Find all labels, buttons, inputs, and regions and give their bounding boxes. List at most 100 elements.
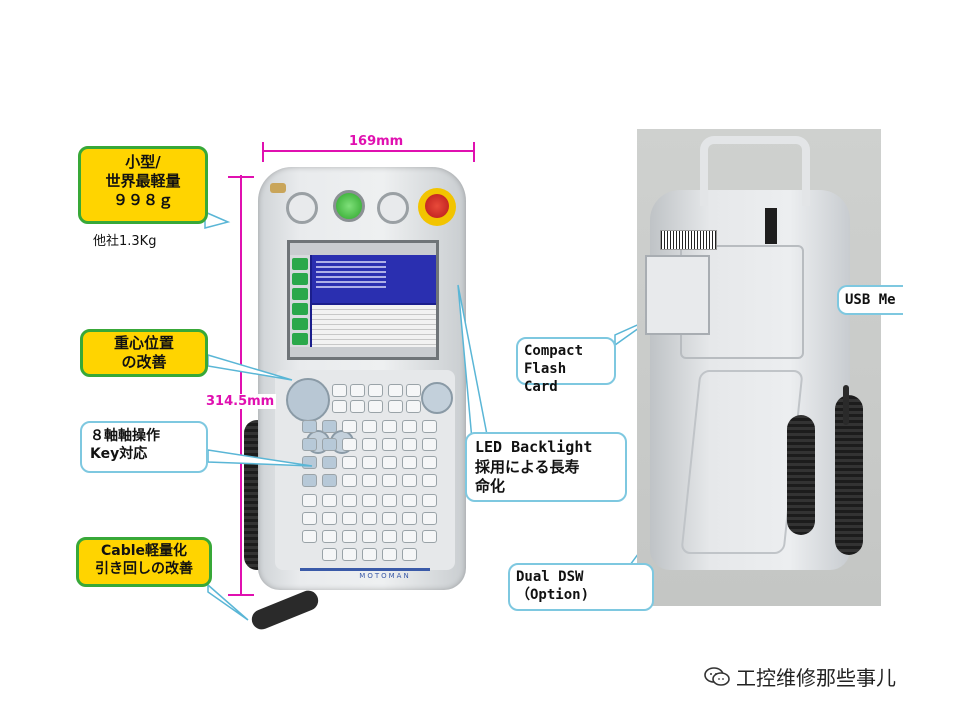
keypad-key bbox=[322, 474, 337, 487]
keypad-key bbox=[302, 420, 317, 433]
keypad-key bbox=[362, 548, 377, 561]
keypad-key bbox=[422, 494, 437, 507]
keypad-key bbox=[302, 494, 317, 507]
keypad-key bbox=[350, 400, 365, 413]
keypad-key bbox=[402, 420, 417, 433]
keypad-key bbox=[406, 384, 421, 397]
screen-blue-panel bbox=[312, 255, 436, 303]
callout-weight-line2: 世界最軽量 bbox=[105, 171, 181, 190]
screen-side-menu bbox=[290, 255, 310, 347]
wechat-icon bbox=[704, 666, 730, 687]
keypad-key bbox=[342, 438, 357, 451]
width-dimension-line bbox=[262, 150, 474, 152]
keypad-key bbox=[402, 438, 417, 451]
keypad-key bbox=[302, 474, 317, 487]
keypad-key bbox=[342, 530, 357, 543]
keypad-key bbox=[422, 474, 437, 487]
keypad-key bbox=[422, 512, 437, 525]
keypad-key bbox=[382, 438, 397, 451]
keypad-key bbox=[402, 494, 417, 507]
keypad-key bbox=[382, 474, 397, 487]
keypad-key bbox=[322, 420, 337, 433]
screen-job-list bbox=[312, 305, 436, 347]
callout-eight-axis: ８軸軸操作 Key対応 bbox=[80, 421, 208, 473]
keypad-key bbox=[402, 530, 417, 543]
keypad-key bbox=[362, 438, 377, 451]
callout-center-gravity-line2: の改善 bbox=[121, 352, 167, 371]
keypad-key bbox=[362, 494, 377, 507]
lcd-screen bbox=[287, 240, 439, 360]
callout-cable-line2: 引き回しの改善 bbox=[95, 560, 193, 577]
keypad-key bbox=[362, 512, 377, 525]
callout-cable-line1: Cable軽量化 bbox=[100, 543, 188, 559]
keypad-key bbox=[402, 456, 417, 469]
keypad-key bbox=[388, 384, 403, 397]
keypad-key bbox=[342, 420, 357, 433]
key-icon bbox=[270, 183, 286, 193]
width-dimension-tick-left bbox=[262, 142, 264, 162]
callout-dual-dsw: Dual DSW （Option) bbox=[508, 563, 654, 611]
green-button bbox=[333, 190, 365, 222]
callout-center-gravity-line1: 重心位置 bbox=[113, 334, 174, 352]
usb-cover bbox=[765, 208, 777, 244]
height-dimension-tick-bottom bbox=[228, 594, 254, 596]
screen-status-bar bbox=[290, 347, 436, 357]
watermark-text: 工控维修那些事儿 bbox=[736, 666, 896, 690]
keypad-key bbox=[422, 420, 437, 433]
callout-eight-axis-line2: Key対応 bbox=[90, 446, 148, 463]
keypad-key bbox=[388, 400, 403, 413]
height-dimension-line bbox=[240, 175, 242, 595]
callout-led-line3: 命化 bbox=[475, 477, 506, 495]
callout-usb-text: USB Me bbox=[845, 292, 896, 308]
height-dimension-tick-top bbox=[228, 176, 254, 178]
callout-center-gravity: 重心位置 の改善 bbox=[80, 329, 208, 377]
keypad-key bbox=[422, 456, 437, 469]
callout-led-backlight: LED Backlight 採用による長寿 命化 bbox=[465, 432, 627, 502]
back-lower-panel bbox=[680, 370, 804, 554]
keypad-key bbox=[368, 384, 383, 397]
callout-cable: Cable軽量化 引き回しの改善 bbox=[76, 537, 212, 587]
keypad-key bbox=[362, 474, 377, 487]
brand-stripe bbox=[300, 568, 430, 571]
keypad-key bbox=[332, 384, 347, 397]
keypad-key bbox=[402, 548, 417, 561]
callout-compact-flash-line2: Flash Card bbox=[524, 361, 567, 396]
white-button bbox=[377, 192, 409, 224]
back-cable bbox=[843, 385, 849, 425]
keypad-key bbox=[302, 530, 317, 543]
keypad-key bbox=[342, 474, 357, 487]
callout-compact-flash-line1: Compact bbox=[524, 343, 584, 359]
select-key bbox=[421, 382, 453, 414]
compact-flash-slot bbox=[645, 255, 710, 335]
width-dimension-label: 169mm bbox=[346, 134, 407, 149]
callout-usb: USB Me bbox=[837, 285, 903, 315]
height-dimension-label: 314.5mm bbox=[204, 394, 277, 409]
key-switch bbox=[286, 192, 318, 224]
keypad-key bbox=[342, 548, 357, 561]
keypad-key bbox=[382, 512, 397, 525]
keypad-key bbox=[322, 548, 337, 561]
callout-weight: 小型/ 世界最軽量 ９９８ｇ bbox=[78, 146, 208, 224]
keypad-key bbox=[406, 400, 421, 413]
callout-eight-axis-line1: ８軸軸操作 bbox=[90, 428, 160, 444]
callout-compact-flash: Compact Flash Card bbox=[516, 337, 616, 395]
screen-menu-bar bbox=[290, 243, 436, 255]
keypad-key bbox=[332, 400, 347, 413]
keypad-key bbox=[382, 420, 397, 433]
width-dimension-tick-right bbox=[473, 142, 475, 162]
keypad-key bbox=[322, 494, 337, 507]
keypad-key bbox=[342, 512, 357, 525]
keypad-key bbox=[422, 530, 437, 543]
keypad-key bbox=[322, 438, 337, 451]
other-company-weight: 他社1.3Kg bbox=[93, 234, 157, 249]
pendant-handle bbox=[700, 136, 810, 206]
keypad-key bbox=[382, 456, 397, 469]
callout-led-line1: LED Backlight bbox=[475, 438, 593, 456]
keypad-key bbox=[362, 456, 377, 469]
callout-led-line2: 採用による長寿 bbox=[475, 457, 580, 476]
back-grip-inner bbox=[787, 415, 815, 535]
keypad-key bbox=[342, 456, 357, 469]
keypad-key bbox=[322, 530, 337, 543]
keypad-key bbox=[362, 530, 377, 543]
keypad-key bbox=[322, 512, 337, 525]
